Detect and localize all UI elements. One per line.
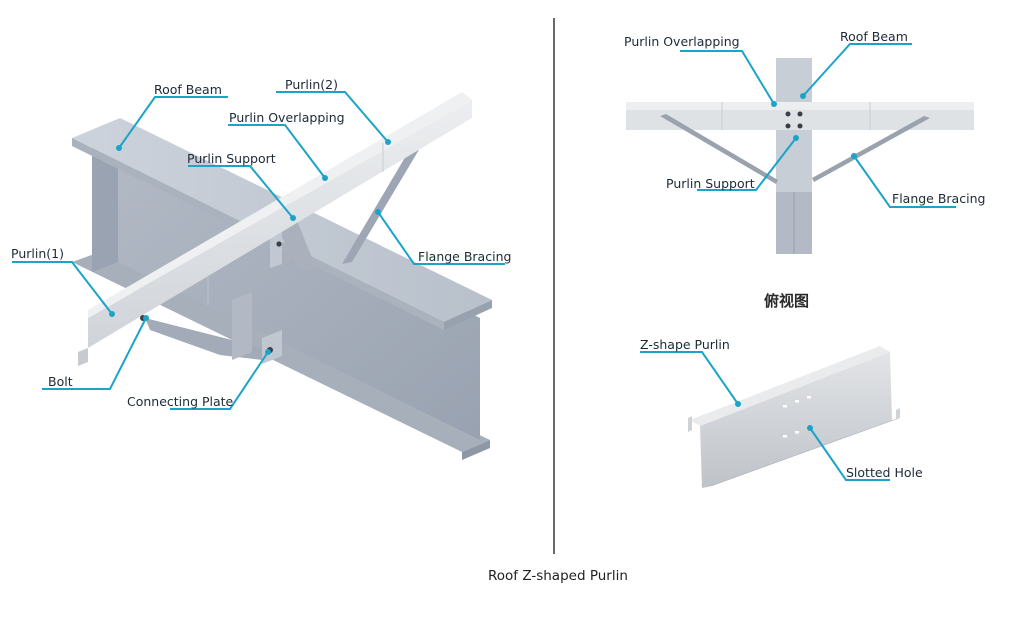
top-label-purlin-support: Purlin Support bbox=[666, 176, 755, 191]
label-slotted-hole: Slotted Hole bbox=[846, 465, 923, 480]
figure-caption: Roof Z-shaped Purlin bbox=[488, 568, 628, 584]
top-label-purlin-overlapping: Purlin Overlapping bbox=[624, 34, 740, 49]
top-view-heading: 俯视图 bbox=[764, 292, 809, 310]
label-connecting-plate: Connecting Plate bbox=[127, 394, 234, 409]
connecting-plate-shape bbox=[145, 292, 282, 364]
isometric-leaders bbox=[12, 91, 505, 410]
label-bolt: Bolt bbox=[48, 374, 73, 389]
label-purlin-overlapping: Purlin Overlapping bbox=[229, 110, 345, 125]
top-view-drawing bbox=[626, 58, 974, 254]
label-roof-beam: Roof Beam bbox=[154, 82, 222, 97]
label-z-shape-purlin: Z-shape Purlin bbox=[640, 337, 730, 352]
slotted-holes bbox=[783, 396, 811, 438]
label-purlin-support: Purlin Support bbox=[187, 151, 276, 166]
purlin-shape bbox=[78, 92, 472, 366]
isometric-drawing bbox=[72, 92, 492, 460]
top-bracing-right bbox=[812, 116, 930, 182]
top-purlin-shape bbox=[626, 102, 974, 110]
top-bracing-left bbox=[660, 114, 778, 184]
label-purlin-2: Purlin(2) bbox=[285, 77, 338, 92]
top-label-roof-beam: Roof Beam bbox=[840, 29, 908, 44]
flange-bracing-shape bbox=[342, 128, 432, 264]
label-flange-bracing: Flange Bracing bbox=[418, 249, 511, 264]
z-purlin-leaders bbox=[640, 351, 890, 481]
label-purlin-1: Purlin(1) bbox=[11, 246, 64, 261]
top-label-flange-bracing: Flange Bracing bbox=[892, 191, 985, 206]
top-view-leaders bbox=[680, 43, 956, 208]
